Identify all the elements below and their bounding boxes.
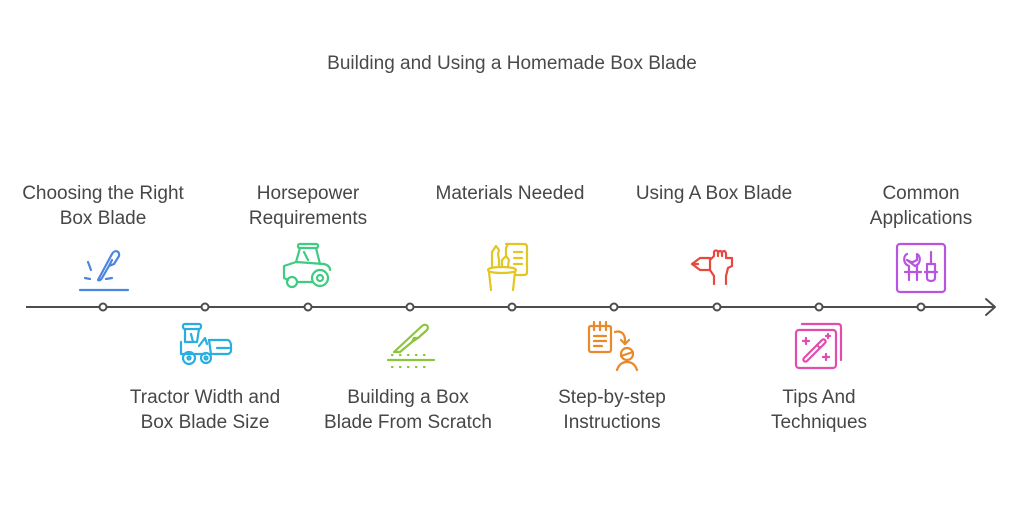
step-label-tips-techniques: Tips And Techniques xyxy=(770,387,868,433)
step-label-materials: Materials Needed xyxy=(435,183,585,204)
step-label-tractor-width: Tractor Width and Box Blade Size xyxy=(129,387,281,433)
timeline-node-9 xyxy=(916,302,926,312)
timeline-node-2 xyxy=(200,302,210,312)
instructions-user-icon xyxy=(585,318,641,374)
timeline-node-1 xyxy=(98,302,108,312)
tractor-icon xyxy=(280,238,336,294)
magic-wand-icon xyxy=(790,318,846,374)
timeline-node-6 xyxy=(609,302,619,312)
timeline-arrowhead xyxy=(985,298,996,316)
step-label-using-box-blade: Using A Box Blade xyxy=(635,183,793,204)
timeline-node-8 xyxy=(814,302,824,312)
timeline-node-4 xyxy=(405,302,415,312)
tractor-mower-icon xyxy=(177,318,233,374)
hand-holding-tool-icon xyxy=(688,240,744,296)
timeline-node-3 xyxy=(303,302,313,312)
step-label-choosing-box-blade: Choosing the Right Box Blade xyxy=(22,183,184,229)
diagram-title: Building and Using a Homemade Box Blade xyxy=(327,53,697,74)
timeline-node-5 xyxy=(507,302,517,312)
step-label-horsepower: Horsepower Requirements xyxy=(248,183,368,229)
step-label-step-by-step: Step-by-step Instructions xyxy=(558,387,666,433)
step-label-common-applications: Common Applications xyxy=(869,183,973,229)
tools-icon xyxy=(893,240,949,296)
knife-cut-icon xyxy=(76,240,132,296)
materials-list-icon xyxy=(484,240,540,296)
blade-on-ground-icon xyxy=(382,318,438,374)
step-label-building-from-scratch: Building a Box Blade From Scratch xyxy=(324,387,492,433)
timeline-node-7 xyxy=(712,302,722,312)
